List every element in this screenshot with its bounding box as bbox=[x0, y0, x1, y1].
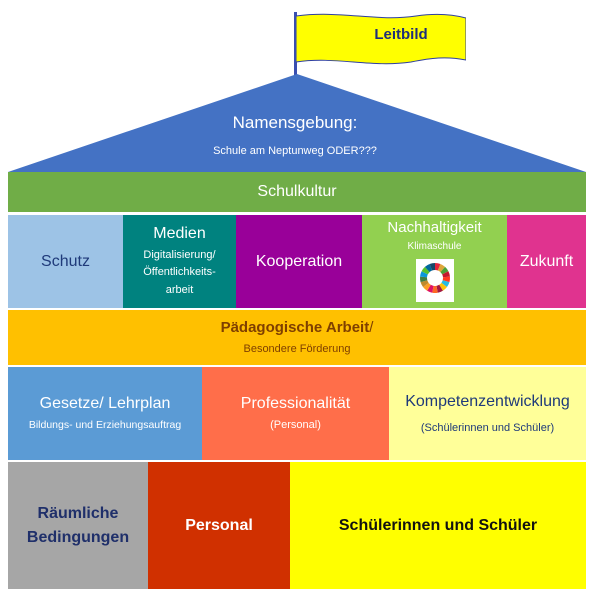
box-label: Gesetze/ Lehrplan bbox=[39, 395, 171, 413]
sdg-wheel-segment bbox=[431, 286, 438, 294]
box-gesetze-lehrplan: Gesetze/ Lehrplan Bildungs- und Erziehun… bbox=[8, 367, 202, 460]
box-label: Professionalität bbox=[240, 395, 351, 413]
sdg-wheel-segment bbox=[419, 276, 427, 283]
sdg-wheel-segment bbox=[422, 283, 431, 291]
pillar-nachhaltigkeit: Nachhaltigkeit Klimaschule bbox=[362, 215, 507, 308]
roof bbox=[8, 74, 586, 172]
pedagogy-label: Pädagogische Arbeit bbox=[220, 318, 370, 336]
box-professionalitaet: Professionalität (Personal) bbox=[202, 367, 389, 460]
pillar-schutz: Schutz bbox=[8, 215, 123, 308]
culture-label: Schulkultur bbox=[257, 183, 337, 200]
pillar-label: Zukunft bbox=[519, 252, 574, 270]
foundation-raeumliche-bedingungen: Räumliche Bedingungen bbox=[8, 462, 148, 589]
sdg-wheel-segment bbox=[437, 264, 445, 273]
box-kompetenzentwicklung: Kompetenzentwicklung (Schülerinnen und S… bbox=[389, 367, 586, 460]
foundation-label: Räumliche Bedingungen bbox=[26, 505, 130, 546]
pedagogy-title: Pädagogische Arbeit/ bbox=[221, 319, 374, 338]
sdg-wheel-segment bbox=[434, 263, 440, 271]
box-sub: (Schülerinnen und Schüler) bbox=[420, 421, 555, 434]
leitbild-flag bbox=[296, 12, 466, 68]
foundation-personal: Personal bbox=[148, 462, 290, 589]
foundation-schuelerinnen-und-schueler: Schülerinnen und Schüler bbox=[290, 462, 586, 589]
sdg-wheel-segment bbox=[439, 267, 448, 275]
roof-subtitle: Schule am Neptunweg ODER??? bbox=[213, 145, 377, 157]
pillar-label: Nachhaltigkeit bbox=[387, 219, 482, 236]
sdg-wheel-segment bbox=[440, 280, 449, 288]
sdg-wheel-segment bbox=[441, 271, 450, 278]
pillar-label: Kooperation bbox=[255, 252, 343, 270]
flag-shape bbox=[296, 13, 466, 65]
pillar-subline: Öffentlichkeits- bbox=[143, 266, 216, 279]
sdg-wheel-segment bbox=[426, 285, 434, 293]
sdg-wheel-segment bbox=[442, 276, 450, 283]
pedagogy-band: Pädagogische Arbeit/ Besondere Förderung bbox=[8, 310, 586, 365]
sdg-wheel-segment bbox=[421, 267, 430, 275]
pillar-subline: arbeit bbox=[165, 283, 194, 296]
pillar-zukunft: Zukunft bbox=[507, 215, 586, 308]
sdg-wheel-icon bbox=[415, 259, 454, 303]
pillar-medien: Medien Digitalisierung/ Öffentlichkeits-… bbox=[123, 215, 236, 308]
pillar-subline: Klimaschule bbox=[407, 240, 462, 252]
pedagogy-label-suffix: / bbox=[369, 318, 374, 336]
pillar-label: Schutz bbox=[41, 252, 90, 270]
pillar-kooperation: Kooperation bbox=[236, 215, 362, 308]
sdg-wheel-segment bbox=[438, 283, 447, 291]
pillar-subline: Digitalisierung/ bbox=[143, 249, 216, 262]
roof-triangle bbox=[8, 74, 586, 172]
box-sub: (Personal) bbox=[270, 419, 321, 432]
sdg-wheel-segment bbox=[419, 271, 428, 278]
sdg-wheel-segment bbox=[435, 285, 443, 293]
culture-band: Schulkultur bbox=[8, 172, 586, 212]
pillar-label: Medien bbox=[153, 225, 206, 243]
box-label: Kompetenzentwicklung bbox=[405, 392, 570, 410]
foundation-label: Schülerinnen und Schüler bbox=[338, 516, 538, 534]
foundation-label: Personal bbox=[185, 516, 253, 534]
sdg-wheel-segment bbox=[429, 263, 435, 271]
sdg-wheel-segment bbox=[420, 280, 429, 288]
sdg-wheel-segment bbox=[424, 264, 432, 273]
roof-title: Namensgebung: bbox=[232, 113, 358, 132]
box-sub: Bildungs- und Erziehungsauftrag bbox=[28, 419, 182, 432]
pedagogy-sub: Besondere Förderung bbox=[243, 342, 351, 355]
flag-label: Leitbild bbox=[374, 26, 428, 43]
